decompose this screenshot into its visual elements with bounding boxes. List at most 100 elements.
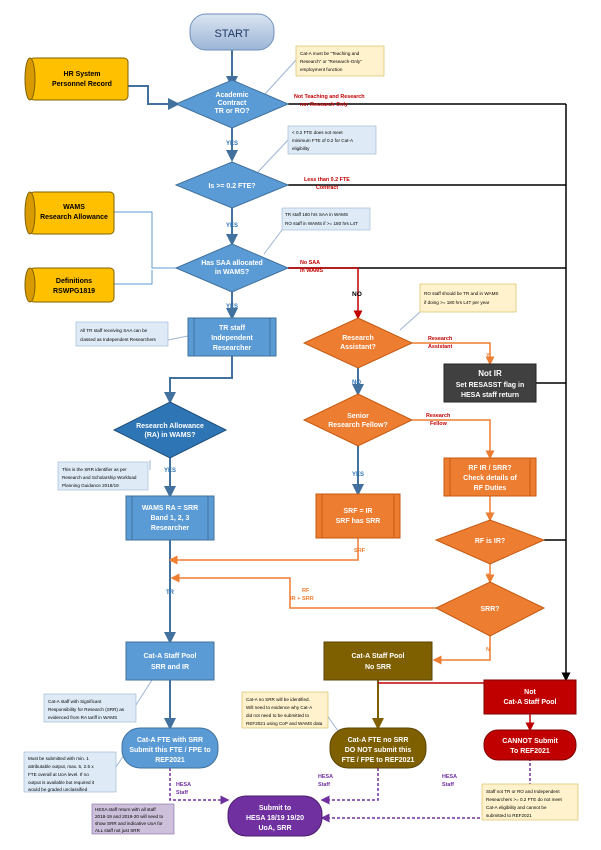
definitions-label-1: Definitions — [56, 278, 92, 285]
edge-label-rf: RF — [302, 588, 310, 594]
edge-label-yes-3: YES — [226, 304, 238, 310]
research-assistant-1: Research — [342, 335, 374, 342]
rf-ir-srr-3: RF Duties — [474, 485, 507, 492]
note-srr-identifier-1: This is the SRR identifier as per — [62, 467, 127, 472]
node-academic-contract: Academic Contract TR or RO? — [174, 79, 290, 129]
tr-staff-3: Researcher — [213, 345, 251, 352]
node-wams: WAMS Research Allowance — [24, 191, 115, 235]
note-not-tr-ro-3: Cat-A eligibility and cannot be — [486, 805, 547, 810]
edge-label-hesa-3a: HESA — [442, 774, 457, 780]
submit-fte-2: Submit this FTE / FPE to — [129, 747, 210, 754]
note-cat-a-significant-2: Responsibility for Research (SRR) as — [48, 707, 125, 712]
edge-labels: Not Teaching and Research nor Research O… — [164, 94, 490, 796]
node-not-ir: Not IR Set RESASST flag in HESA staff re… — [443, 363, 537, 403]
edge-label-ra-2: Assistant — [428, 344, 452, 350]
rf-ir-srr-2: Check details of — [463, 475, 517, 482]
no-srr-submit-1: Cat-A FTE no SRR — [348, 737, 409, 744]
node-research-assistant: Research Assistant? — [302, 317, 414, 369]
fte-check-label: Is >= 0.2 FTE? — [208, 183, 255, 190]
node-tr-staff: TR staff Independent Researcher — [187, 317, 277, 357]
edge-label-ir-srr: IR + SRR — [290, 596, 314, 602]
node-hr-system: HR System Personnel Record — [24, 57, 129, 101]
cat-a-pool-nosrr-1: Cat-A Staff Pool — [351, 653, 404, 660]
not-ir-3: HESA staff return — [461, 392, 519, 399]
note-cat-a-significant-1: Cat-A staff with Significant — [48, 699, 102, 704]
note-min-fte-1: < 0.2 FTE does not meet — [292, 130, 343, 135]
note-ro-staff-2: if doing >= 180 hrs L4T per year — [424, 300, 490, 305]
note-min-output-3: FTE overall at UoA level. If no — [28, 772, 89, 777]
senior-rf-1: Senior — [347, 413, 369, 420]
node-has-saa: Has SAA allocated in WAMS? — [174, 243, 290, 293]
note-ro-staff-1: RO staff should be TR and in WAMS — [424, 291, 498, 296]
note-min-output-4: output is available but required it — [28, 780, 95, 785]
note-saa-hours-2: RO staff in WAMS if >= 180 hrs L4T — [285, 221, 358, 226]
note-no-srr-2: Will need to evidence why Cat-A — [246, 705, 313, 710]
srr-q-label: SRR? — [480, 606, 499, 613]
node-srr-q: SRR? — [434, 581, 546, 637]
hesa-submit-2: HESA 18/19 19/20 — [246, 815, 304, 822]
edge-label-yes-1: YES — [226, 141, 238, 147]
connectors — [113, 50, 571, 823]
wams-label-2: Research Allowance — [40, 214, 108, 221]
node-rf-is-ir: RF is IR? — [434, 519, 546, 565]
edge-label-less-fte-2: Contract — [316, 185, 338, 191]
node-start: START — [189, 13, 275, 51]
rf-ir-srr-1: RF IR / SRR? — [468, 465, 511, 472]
edge-label-less-fte-1: Less than 0.2 FTE — [304, 177, 350, 183]
note-srr-identifier-3: Planning Guidance 2018/19 — [62, 483, 119, 488]
note-min-output: Must be submitted with min. 1 attributab… — [23, 751, 117, 793]
hesa-submit-1: Submit to — [259, 805, 291, 812]
edge-label-hesa-3b: Staff — [442, 782, 454, 788]
edge-label-not-teaching-2: nor Research Only — [300, 102, 348, 108]
submit-fte-3: REF2021 — [155, 757, 185, 764]
ra-in-wams-2: (RA) in WAMS? — [145, 432, 196, 439]
academic-contract-3: TR or RO? — [215, 108, 250, 115]
has-saa-1: Has SAA allocated — [201, 260, 263, 267]
note-saa-hours: TR staff 180 hrs SAA in WAMS RO staff in… — [281, 207, 371, 231]
node-cat-a-pool-nosrr: Cat-A Staff Pool No SRR — [323, 641, 433, 681]
srf-ir-2: SRF has SRR — [336, 518, 381, 525]
note-no-srr-4: REF2021 using CoP and WAMS data — [246, 721, 323, 726]
research-assistant-2: Assistant? — [340, 344, 376, 351]
tr-staff-2: Independent — [211, 335, 253, 342]
edge-label-yes-2: YES — [226, 223, 238, 229]
note-hesa-return-3: show SRR and indicative UoA for — [95, 821, 163, 826]
edge-label-no-saa-2: in WAMS — [300, 268, 323, 274]
academic-contract-1: Academic — [215, 92, 248, 99]
note-hesa-return: HESA staff return with all staff 2018-19… — [91, 803, 175, 835]
node-cat-a-pool-srr: Cat-A Staff Pool SRR and IR — [125, 641, 215, 681]
note-hesa-return-2: 2018-19 and 2019-20 will need to — [95, 814, 164, 819]
edge-label-rf-1: Research — [426, 413, 450, 419]
note-hesa-return-4: ALL staff not just SRR — [95, 828, 141, 833]
edge-label-not-teaching-1: Not Teaching and Research — [294, 94, 365, 100]
node-rf-ir-srr: RF IR / SRR? Check details of RF Duties — [443, 457, 537, 497]
definitions-label-2: RSWPG1819 — [53, 288, 95, 295]
submit-fte-1: Cat-A FTE with SRR — [137, 737, 203, 744]
node-srf-ir: SRF = IR SRF has SRR — [315, 493, 401, 539]
note-all-tr-1: All TR staff receiving SAA can be — [80, 328, 148, 333]
edge-label-yes-5: YES — [352, 472, 364, 478]
no-srr-submit-2: DO NOT submit this — [345, 747, 412, 754]
cannot-submit-2: To REF2021 — [510, 748, 550, 755]
edge-label-rf-2: Fellow — [430, 421, 448, 427]
edge-label-yes-4: YES — [164, 468, 176, 474]
note-not-tr-ro-1: Staff not TR or RO and Independent — [486, 789, 560, 794]
edge-label-tr: TR — [166, 590, 175, 596]
note-no-srr-3: did not need to be submitted to — [246, 713, 310, 718]
note-min-output-5: would be graded unclassified — [28, 787, 88, 792]
note-hesa-return-1: HESA staff return with all staff — [95, 807, 156, 812]
note-no-srr-1: Cat-A no SRR will be identified. — [246, 697, 310, 702]
cat-a-pool-srr-2: SRR and IR — [151, 664, 189, 671]
not-cat-a-2: Cat-A Staff Pool — [503, 699, 556, 706]
node-fte-check: Is >= 0.2 FTE? — [174, 161, 290, 209]
note-ro-staff: RO staff should be TR and in WAMS if doi… — [419, 283, 517, 313]
hr-system-label-2: Personnel Record — [52, 81, 112, 88]
edge-label-no-saa-1: No SAA — [300, 260, 320, 266]
cat-a-pool-nosrr-2: No SRR — [365, 664, 391, 671]
edge-label-ra-1: Research — [428, 336, 452, 342]
edge-label-hesa-2a: HESA — [318, 774, 333, 780]
edge-label-srf: SRF — [354, 548, 366, 554]
edge-label-y-1: Y — [486, 353, 490, 359]
start-label: START — [214, 28, 249, 40]
